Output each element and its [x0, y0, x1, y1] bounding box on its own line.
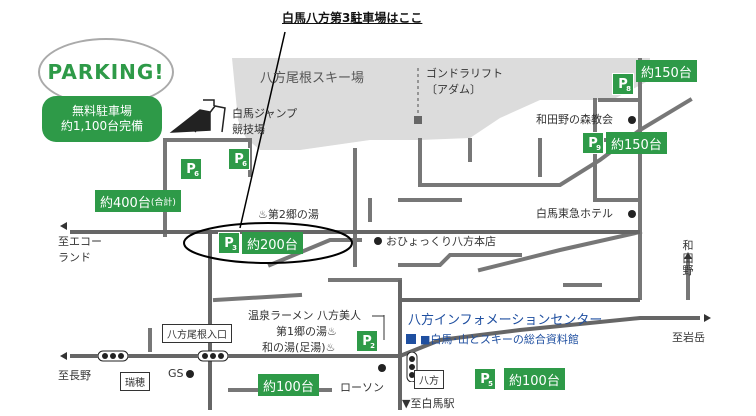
zuiho-sign: 瑞穂 [120, 372, 150, 391]
gondola-label: ゴンドラリフト [426, 67, 503, 80]
p6-capacity: 約400台 [100, 195, 151, 211]
parking-title: PARKING! [47, 60, 165, 84]
nagano-arrow [60, 352, 67, 360]
traffic-signal-icon [98, 350, 128, 362]
ramen-label: 温泉ラーメン 八方美人 [248, 309, 362, 322]
iwatake-label: 至岩岳 [672, 331, 705, 344]
gs-marker [186, 370, 194, 378]
wadano-church-label: 和田野の森教会 [536, 113, 613, 126]
pointer-line [239, 31, 286, 229]
ski-area-zone [232, 58, 650, 150]
traffic-signal-icon [198, 350, 228, 362]
gondola-sub-label: 〔アダム〕 [426, 83, 481, 96]
main-roads [70, 230, 700, 410]
lawson-marker [378, 364, 386, 372]
eco-land-line1: 至エコー [58, 235, 102, 248]
p3-highlight-ellipse [183, 222, 353, 264]
p2-capacity: 約100台 [258, 374, 319, 396]
tokyu-hotel-marker [628, 210, 636, 218]
p2-capacity-tag: 約100台 [258, 374, 319, 396]
jump-label-line2: 競技場 [232, 123, 265, 136]
tokyu-hotel-label: 白馬東急ホテル [536, 207, 613, 220]
p3-capacity: 約200台 [242, 232, 303, 254]
ski-jump-icon [169, 99, 226, 133]
wadano-arrow [684, 252, 692, 259]
free-parking-line1: 無料駐車場 [71, 104, 132, 118]
eco-land-arrow [60, 222, 67, 230]
ski-area-label: 八方尾根スキー場 [260, 71, 365, 86]
p5-capacity: 約100台 [504, 368, 565, 390]
happo-sign: 八方 [414, 370, 444, 389]
page-title: 白馬八方第3駐車場はここ [282, 11, 423, 25]
p9-capacity: 約150台 [606, 132, 667, 154]
dai2-onsen-label: ♨第2郷の湯 [258, 208, 319, 221]
free-parking-line2: 約1,100台完備 [60, 119, 144, 133]
ohyokkuri-label: おひょっくり八方本店 [386, 235, 496, 248]
iwatake-arrow [704, 314, 711, 322]
happo-one-entrance-sign: 八方尾根入口 [162, 324, 232, 343]
gondola-station-marker [414, 116, 422, 124]
lawson-label: ローソン [340, 381, 384, 394]
wadano-direction: 和 田 野 [682, 239, 694, 278]
wanoyu-label: 和の湯(足湯)♨ [262, 341, 336, 354]
info-center-label: 八方インフォメーションセンター [408, 313, 603, 328]
p8-capacity: 約150台 [636, 60, 697, 82]
hakuba-station-label: ▼至白馬駅 [402, 397, 455, 410]
ohyokkuri-marker [374, 237, 382, 245]
nagano-label: 至長野 [58, 369, 91, 382]
jump-label-line1: 白馬ジャンプ [232, 107, 298, 120]
dai1-onsen-label: 第1郷の湯♨ [276, 325, 337, 338]
gs-label: GS [168, 367, 184, 380]
wadano-church-marker [628, 116, 636, 124]
museum-marker [406, 334, 416, 344]
p6-note: (合計) [150, 197, 176, 208]
p6-capacity-tag: 約400台(合計) [95, 190, 181, 212]
free-parking-bubble: 無料駐車場 約1,100台完備 [42, 96, 162, 142]
museum-label: ■白馬･山とスキーの総合資料館 [420, 333, 579, 346]
eco-land-line2: ランド [58, 251, 91, 264]
